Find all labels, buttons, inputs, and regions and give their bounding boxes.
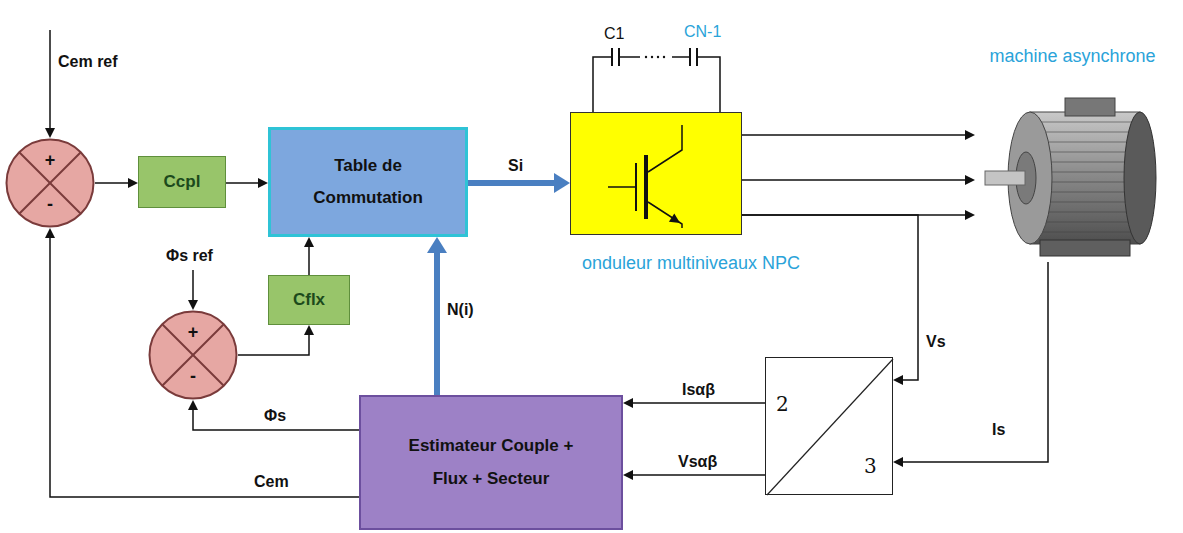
connector: [742, 179, 965, 181]
signal-label: Si: [506, 156, 525, 176]
signal-label: Is: [990, 420, 1007, 440]
inverter-box: onduleur multiniveaux NPC: [570, 112, 742, 235]
controller-box: Ccpl: [138, 156, 226, 208]
transform-number: 2: [776, 392, 789, 416]
capacitor-bank: [593, 48, 720, 112]
inverter-heading: onduleur multiniveaux NPC: [582, 252, 800, 274]
reference-arrows: [50, 30, 193, 300]
box-label: Cflx: [293, 290, 325, 310]
motor-picture: [985, 98, 1156, 256]
signal-label: Vsαβ: [676, 452, 719, 472]
connector: [742, 215, 918, 380]
signal-label: Vs: [924, 332, 948, 352]
reference-label: Cem ref: [58, 52, 118, 72]
box-label: Table de Commutation: [285, 150, 451, 215]
sign-label: +: [45, 150, 56, 170]
box-label: Estimateur Couple + Flux + Secteur: [397, 430, 585, 495]
summing-junction: +-: [5, 138, 95, 228]
connector: [903, 262, 1048, 462]
capacitor-label: C1: [604, 24, 624, 44]
connector: [742, 134, 965, 136]
summing-junction: +-: [148, 310, 238, 400]
switching-table: Table de Commutation: [268, 127, 468, 237]
igbt-symbol: [608, 125, 682, 228]
sign-label: -: [190, 366, 196, 386]
signal-label: Isαβ: [680, 380, 717, 400]
estimator-box: Estimateur Couple + Flux + Secteur: [359, 395, 623, 530]
connector: [633, 474, 765, 476]
connector: [238, 335, 309, 355]
reference-label: Φs ref: [166, 246, 213, 266]
capacitor-label: CN-1: [684, 22, 721, 42]
connector: [308, 247, 310, 275]
sign-label: -: [47, 194, 53, 214]
connector: [226, 182, 258, 184]
signal-label: Cem: [252, 472, 291, 492]
connector: [633, 402, 765, 404]
connector: [434, 253, 440, 395]
connector: [50, 238, 359, 497]
transform-box: 23: [765, 357, 893, 495]
connector: [95, 182, 128, 184]
signal-label: Φs: [262, 406, 288, 426]
box-label: Ccpl: [164, 172, 201, 192]
controller-box: Cflx: [268, 275, 350, 325]
sign-label: +: [188, 322, 199, 342]
connector: [468, 180, 554, 186]
motor-heading: machine asynchrone: [989, 45, 1155, 67]
transform-number: 3: [864, 454, 877, 478]
signal-label: N(i): [445, 300, 476, 320]
